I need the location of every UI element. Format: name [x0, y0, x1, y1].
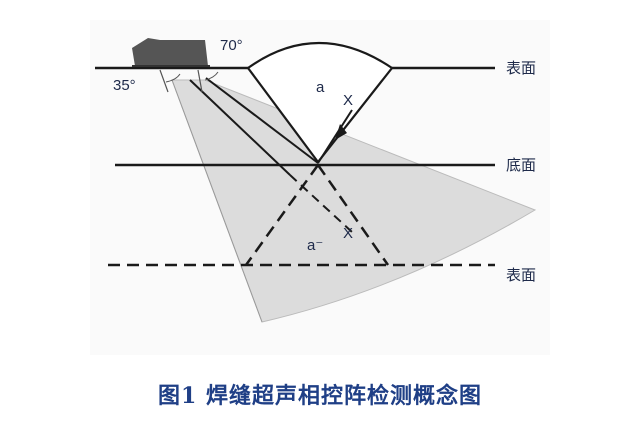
- ray-70-down: [205, 77, 319, 164]
- weld-cap: [246, 42, 394, 164]
- probe-block-icon: [132, 38, 208, 66]
- angle-arc-35: [165, 73, 181, 83]
- ray-70-up: [317, 109, 353, 164]
- bottom-surface-label: 底面: [506, 156, 536, 174]
- mirror-bevel-right: [316, 164, 390, 266]
- figure-caption: 图1 焊缝超声相控阵检测概念图: [158, 383, 482, 409]
- point-label-a: a: [316, 79, 325, 96]
- ray-35: [189, 79, 291, 176]
- angle-tick-70: [197, 69, 203, 93]
- point-label-a-mirror: a⁻: [307, 237, 323, 254]
- angle-tick-35: [159, 69, 169, 93]
- angle-arc-70: [204, 71, 219, 81]
- beam-sector: [171, 79, 537, 323]
- angle-label-35: 35°: [113, 77, 136, 94]
- beam-edge-left: [171, 79, 263, 323]
- defect-mirror-x-icon: X: [343, 225, 353, 242]
- angle-label-70: 70°: [220, 37, 243, 54]
- mirror-bevel-left: [244, 164, 320, 266]
- top-surface-label: 表面: [506, 59, 536, 77]
- mirror-surface-label: 表面: [506, 266, 536, 284]
- ray-arrowhead: [335, 124, 347, 140]
- defect-x-icon: X: [343, 92, 353, 109]
